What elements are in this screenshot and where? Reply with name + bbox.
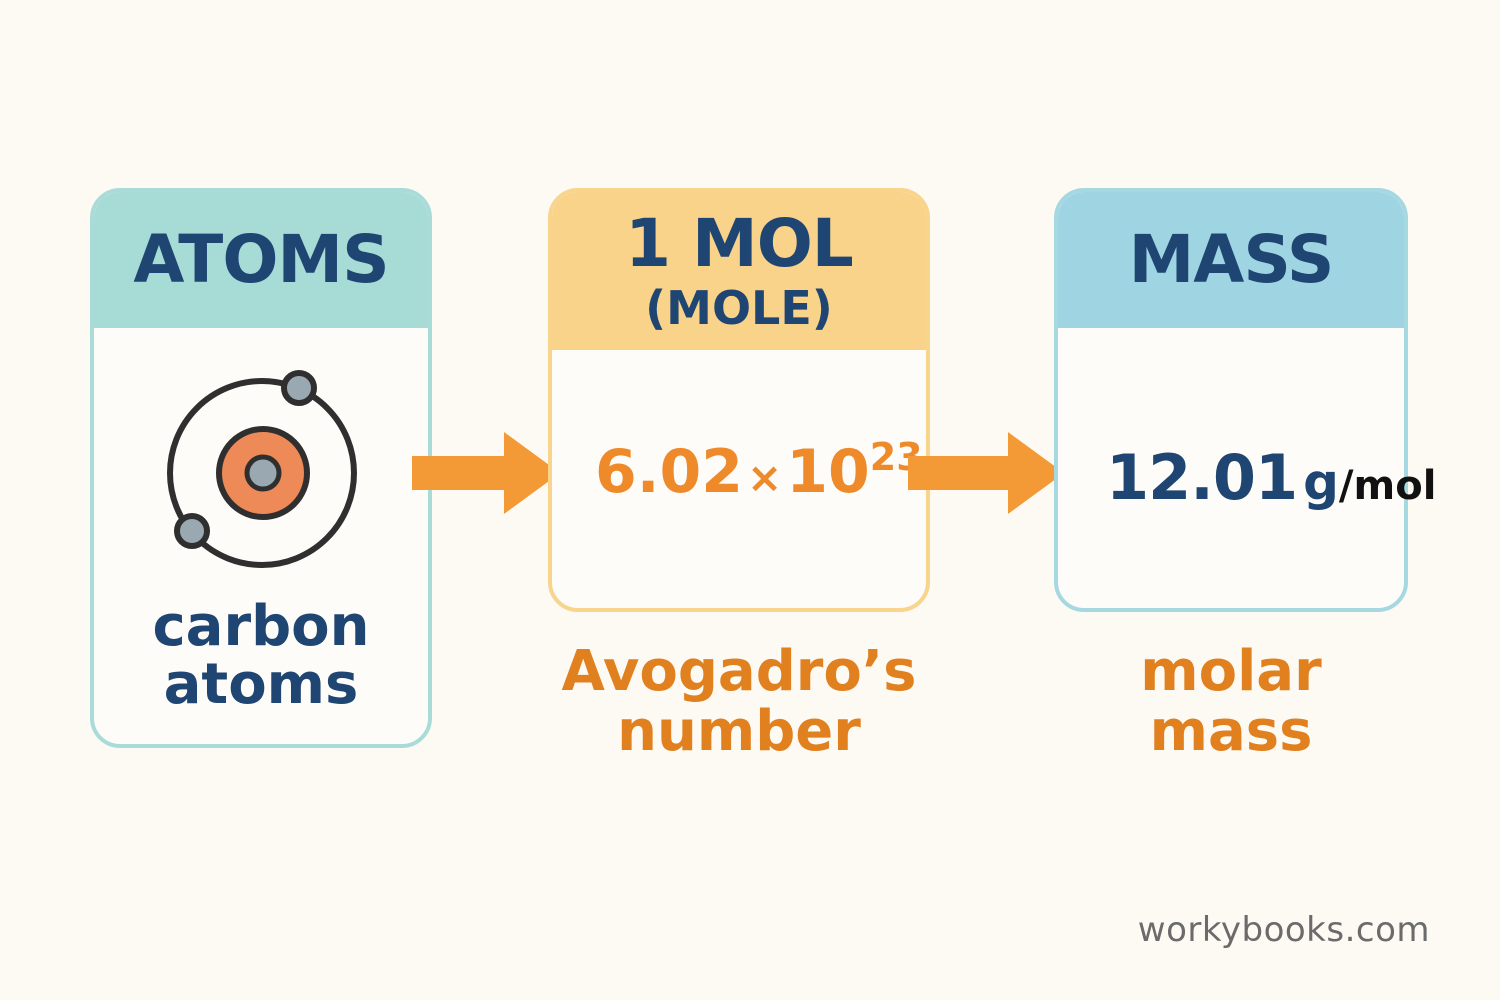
avogadro-base: 10 — [786, 437, 870, 507]
atom-icon — [167, 370, 357, 568]
atoms-card: ATOMS — [90, 188, 432, 748]
mass-card-header: MASS — [1058, 192, 1404, 328]
avogadro-caption-line2: number — [617, 699, 861, 764]
mass-title: MASS — [1128, 221, 1335, 298]
avogadro-constant-value: 6.02×1023 — [595, 432, 923, 519]
mass-card: MASS — [1054, 188, 1408, 612]
molar-mass-caption: molar mass — [1054, 642, 1408, 762]
mole-card: 1 MOL (MOLE) — [548, 188, 930, 612]
atoms-label-line1: carbon — [152, 594, 370, 659]
atoms-title: ATOMS — [133, 221, 389, 298]
molar-mass-number: 12.01 — [1106, 441, 1298, 514]
nucleus-core — [244, 454, 282, 492]
molar-mass-unit-g: g — [1303, 453, 1339, 511]
avogadro-mantissa: 6.02 — [595, 437, 744, 507]
avogadro-caption: Avogadro’s number — [548, 642, 930, 762]
electron-top — [281, 370, 317, 406]
electron-orbit — [167, 378, 357, 568]
molar-mass-unit-rest: /mol — [1338, 463, 1437, 509]
avogadro-caption-line1: Avogadro’s — [561, 639, 917, 704]
atoms-label: carbon atoms — [90, 598, 432, 714]
molar-mass-caption-line1: molar — [1140, 639, 1322, 704]
arrow-right-icon — [908, 432, 1064, 514]
molar-mass-caption-line2: mass — [1149, 699, 1313, 764]
watermark: workybooks.com — [1137, 910, 1430, 950]
mole-title: 1 MOL — [625, 205, 854, 282]
atoms-label-line2: atoms — [163, 652, 359, 717]
mole-subtitle: (MOLE) — [645, 281, 833, 335]
arrow-right-icon — [412, 432, 560, 514]
times-sign: × — [747, 453, 783, 502]
mole-card-header: 1 MOL (MOLE) — [552, 192, 926, 350]
electron-bottom — [174, 513, 210, 549]
atoms-card-header: ATOMS — [94, 192, 428, 328]
